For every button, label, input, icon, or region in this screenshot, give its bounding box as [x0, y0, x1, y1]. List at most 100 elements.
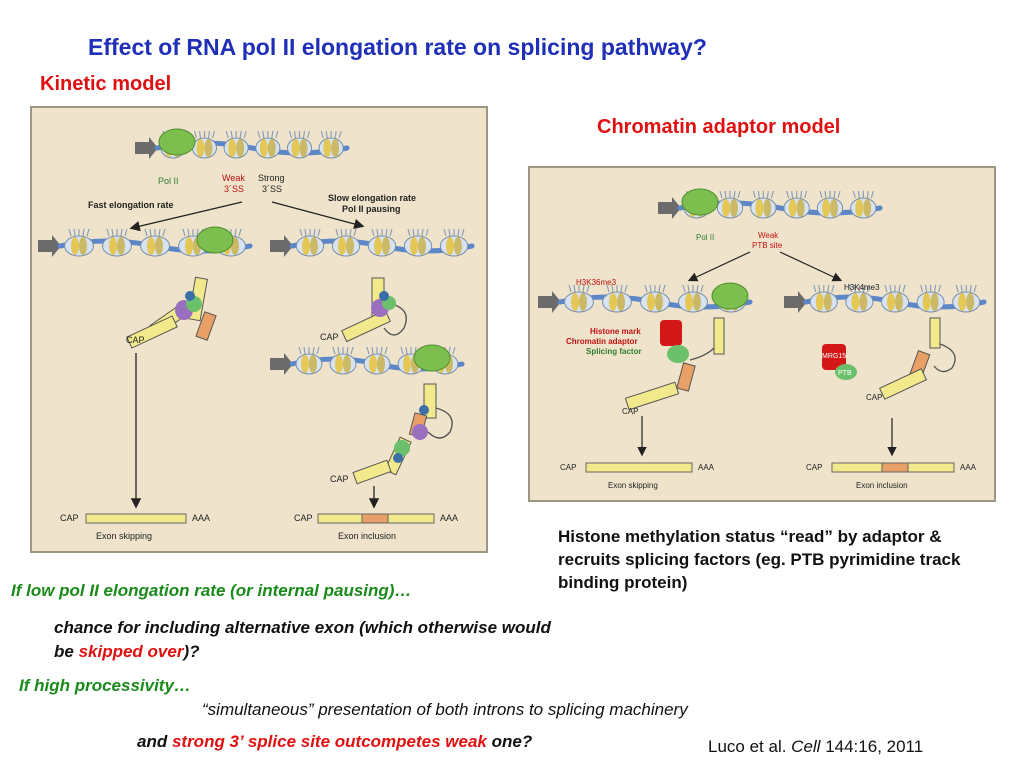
mrg15-label: MRG15 — [822, 353, 846, 360]
intron-loop — [383, 303, 407, 336]
skipped-over-highlight: skipped over — [78, 642, 184, 661]
cap-label: CAP — [320, 332, 339, 342]
exon-inclusion-label: Exon inclusion — [856, 481, 908, 490]
cap-label: CAP — [330, 474, 349, 484]
citation: Luco et al. Cell 144:16, 2011 — [708, 737, 923, 757]
pol2-label: Pol II — [158, 176, 179, 186]
exon-skipping-label: Exon skipping — [96, 531, 152, 541]
ptb-protein — [835, 364, 857, 380]
transcript-segment — [341, 309, 391, 343]
ptb-label: PTB — [838, 370, 852, 377]
high-processivity-question: If high processivity… — [19, 676, 191, 695]
nucleosome — [640, 284, 670, 313]
alternative-exon — [676, 362, 696, 392]
note-text-end: one? — [486, 732, 533, 751]
splicing-factor — [419, 405, 429, 415]
note-text-end: )? — [183, 642, 200, 661]
nucleosome — [783, 190, 810, 219]
promoter-arrow-icon — [270, 353, 293, 375]
simultaneous-presentation-note: “simultaneous” presentation of both intr… — [202, 700, 688, 719]
chromatin-adaptor-label: Chromatin adaptor — [566, 337, 638, 346]
strong-ss-sublabel: 3´SS — [262, 184, 282, 194]
nucleosome — [716, 190, 744, 219]
slow-elongation-label: Slow elongation rate — [328, 193, 416, 203]
mrna-alternative-exon — [881, 462, 909, 473]
strong-ss-label: Strong — [258, 173, 285, 183]
pol2-label: Pol II — [696, 233, 714, 242]
splice-site-competition-note: and strong 3’ splice site outcompetes we… — [137, 732, 532, 752]
right-branch-arrow — [779, 251, 843, 282]
splicing-factor — [394, 440, 410, 456]
nucleosome — [850, 190, 877, 219]
weak-ss-label: Weak — [222, 173, 245, 183]
kinetic-model-diagram: Pol II Weak 3´SS Strong 3´SS Fast elonga… — [38, 128, 475, 541]
intron-loop — [689, 347, 715, 361]
chromatin-strand — [270, 344, 465, 375]
chromatin-adaptor-model-heading: Chromatin adaptor model — [597, 116, 841, 138]
promoter-arrow-icon — [135, 137, 158, 159]
cap-label: CAP — [866, 393, 882, 402]
mrna-exon — [387, 513, 435, 524]
slide-title: Effect of RNA pol II elongation rate on … — [88, 34, 707, 60]
h3k4me3-label: H3K4me3 — [844, 283, 880, 292]
nucleosome — [816, 190, 844, 219]
nucleosome — [363, 346, 391, 375]
nucleosome — [880, 284, 910, 313]
splicing-factor-label: Splicing factor — [586, 347, 642, 356]
mrna-exon-skipping — [585, 462, 693, 473]
chromatin-strand — [38, 226, 253, 257]
mrna-exon-skipping — [85, 513, 187, 524]
chromatin-strand — [658, 188, 883, 219]
splicing-factor — [379, 291, 389, 301]
mrna-exon — [831, 462, 883, 473]
chromatin-adaptor-model-figure: Pol II Weak PTB site H3K36me3 H3K4me3 Hi… — [528, 166, 996, 502]
mrna-exon — [907, 462, 955, 473]
strong-splice-site-highlight: strong 3’ splice site outcompetes weak — [171, 732, 487, 751]
citation-ref: 144:16, 2011 — [820, 737, 924, 756]
kinetic-model-figure: Pol II Weak 3´SS Strong 3´SS Fast elonga… — [30, 106, 488, 553]
fast-arrow — [129, 201, 243, 232]
promoter-arrow-icon — [784, 291, 807, 313]
nucleosome — [564, 284, 594, 313]
ptb-site-label: PTB site — [752, 241, 783, 250]
promoter-arrow-icon — [270, 235, 293, 257]
splicing-factor — [667, 345, 689, 363]
fast-elongation-label: Fast elongation rate — [88, 200, 174, 210]
pol2-pausing-label: Pol II pausing — [342, 204, 401, 214]
aaa-label: AAA — [960, 463, 977, 472]
cap-label: CAP — [126, 335, 145, 345]
nucleosome — [845, 284, 874, 313]
nucleosome — [331, 228, 361, 257]
cap-label: CAP — [806, 463, 822, 472]
aaa-label: AAA — [440, 513, 458, 523]
promoter-arrow-icon — [658, 197, 681, 219]
nucleosome — [602, 284, 632, 313]
alternative-exon — [195, 311, 217, 341]
note-text: and — [137, 732, 172, 751]
splicing-factor — [393, 453, 403, 463]
note-text: chance for including alternative exon (w… — [54, 618, 551, 661]
nucleosome — [439, 228, 469, 257]
citation-journal: Cell — [791, 737, 821, 756]
nucleosome — [64, 228, 94, 257]
intron-loop — [427, 407, 453, 439]
nucleosome — [403, 228, 433, 257]
intron-loop — [933, 343, 956, 373]
nucleosome — [916, 284, 945, 313]
nucleosome — [329, 346, 357, 375]
aaa-label: AAA — [192, 513, 210, 523]
pol2-enzyme — [196, 226, 234, 254]
cap-label: CAP — [60, 513, 79, 523]
chromatin-adaptor-model-diagram: Pol II Weak PTB site H3K36me3 H3K4me3 Hi… — [538, 188, 987, 490]
nucleosome — [809, 284, 838, 313]
nucleosome — [223, 130, 249, 159]
nucleosome — [191, 130, 218, 159]
splicing-factor — [185, 291, 195, 301]
mrg15-protein — [822, 344, 846, 370]
transcript-segment — [713, 317, 725, 355]
chromatin-strand — [784, 284, 987, 313]
low-pol2-question: If low pol II elongation rate (or intern… — [11, 581, 412, 600]
chromatin-strand — [270, 228, 475, 257]
chromatin-strand — [135, 128, 350, 159]
cap-label: CAP — [294, 513, 313, 523]
